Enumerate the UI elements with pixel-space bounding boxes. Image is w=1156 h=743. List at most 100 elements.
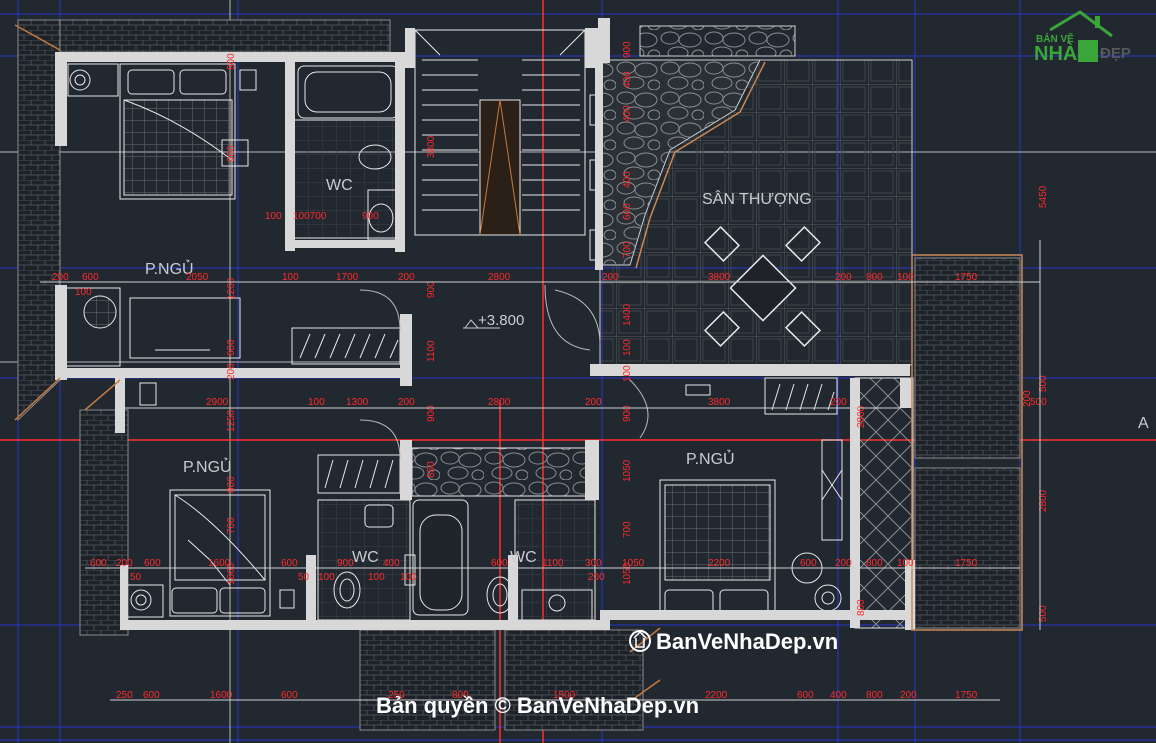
wc-bottom (317, 499, 596, 621)
dimension-label: 1100 (426, 340, 437, 362)
dimension-label: 1250 (226, 409, 237, 432)
dimension-label: 200 (1022, 390, 1033, 407)
planter-box (639, 25, 796, 57)
dimension-label: 200 (588, 572, 605, 583)
dimension-label: 100 (318, 572, 335, 583)
level-marker: +3.800 (463, 312, 524, 329)
dimension-label: 1600 (226, 562, 237, 585)
logo-top-text: BẢN VẼ (1036, 32, 1074, 45)
dimension-label: 700 (622, 521, 633, 538)
bedroom-top-left (64, 63, 257, 367)
roof-outline (14, 24, 661, 701)
edge-letter: A (1138, 415, 1149, 432)
stone-strip (411, 447, 589, 497)
label-terrace: SÂN THƯỢNG (702, 189, 812, 208)
dimension-label: 600 (281, 558, 298, 569)
dimension-label: 200 (52, 272, 69, 283)
dimension-label: 400 (622, 105, 633, 122)
site-logo: BẢN VẼ NHÀ ĐẸP (1034, 10, 1131, 65)
dimension-label: 2800 (488, 272, 511, 283)
label-bed-bottom-right: P.NGỦ (686, 449, 735, 468)
dimension-label: 100 (368, 572, 385, 583)
dimension-label: 100 (622, 365, 633, 382)
dimension-label: 250 (116, 690, 133, 701)
dimension-label: 2200 (708, 558, 731, 569)
dimension-label: 1750 (955, 690, 978, 701)
dimension-label: 800 (866, 690, 883, 701)
dimension-label: 800 (452, 690, 469, 701)
dimension-label: 100 (308, 397, 325, 408)
logo-dep-text: ĐẸP (1100, 45, 1131, 62)
dimension-label: 600 (491, 558, 508, 569)
dimension-label: 400 (383, 558, 400, 569)
dimension-label: 1200 (226, 277, 237, 300)
dimension-label: 700 (226, 517, 237, 534)
dimension-label: 800 (856, 599, 867, 616)
dimension-label: 600 (800, 558, 817, 569)
door-swings (359, 284, 649, 459)
dimension-label: 2050 (186, 272, 209, 283)
dimension-label: 900 (226, 145, 237, 162)
terrace-table-set (703, 225, 822, 348)
dimension-label: 250 (388, 690, 405, 701)
dimension-label: 900 (362, 211, 379, 222)
dimension-label: 400 (830, 690, 847, 701)
label-wc-bottom-left: WC (352, 549, 379, 566)
dimension-label: 100 (897, 272, 914, 283)
dimension-label: 400 (622, 71, 633, 88)
dimension-label: 900 (426, 281, 437, 298)
dimension-label: 850 (426, 461, 437, 478)
dimension-label: 900 (337, 558, 354, 569)
dimension-label: 200 (226, 363, 237, 380)
dimension-lines (40, 240, 1041, 701)
dimension-label: 1050 (622, 558, 645, 569)
dimension-label: 900 (426, 405, 437, 422)
dimension-label: 800 (866, 272, 883, 283)
dimension-label: 2800 (488, 397, 511, 408)
dimension-label: 1300 (346, 397, 369, 408)
dimension-label: 200 (585, 397, 602, 408)
dimension-label: 200 (830, 397, 847, 408)
label-wc-bottom-right: WC (510, 549, 537, 566)
dimension-label: 50 (298, 572, 310, 583)
staircase (414, 29, 601, 261)
dimension-label: 2800 (856, 405, 867, 428)
dimension-label: 800 (866, 558, 883, 569)
dimension-label: 600 (90, 558, 107, 569)
copyright-text: Bản quyền © BanVeNhaDep.vn (376, 693, 699, 718)
dimension-label: 100 (282, 272, 299, 283)
dimension-label: 600 (82, 272, 99, 283)
label-wc-top: WC (326, 177, 353, 194)
dimension-label: 600 (226, 339, 237, 356)
dimension-label: 600 (144, 558, 161, 569)
dimension-label: 1700 (336, 272, 359, 283)
dimension-label: 5450 (1038, 185, 1049, 208)
dimension-label: 600 (143, 690, 160, 701)
level-text: +3.800 (478, 312, 524, 329)
dimension-label: 1100 (542, 558, 564, 569)
dimension-label: 900 (622, 405, 633, 422)
bedroom-bottom-right (404, 377, 914, 629)
dimension-label: 2200 (705, 690, 728, 701)
dimension-label: 1600 (210, 690, 233, 701)
dimension-label: 500 (1038, 605, 1049, 622)
dimension-label: 500 (1038, 375, 1049, 392)
dimension-label: 100 (265, 211, 282, 222)
dimension-label: 1750 (955, 272, 978, 283)
dimension-label: 1050 (622, 562, 633, 585)
label-bed-bottom-left: P.NGỦ (183, 457, 232, 476)
dimension-label: 600 (797, 690, 814, 701)
dimension-label: 500 (1030, 397, 1047, 408)
dimension-label: 2800 (1038, 489, 1049, 512)
dimension-label: 700 (622, 241, 633, 258)
dimension-label: 400 (622, 171, 633, 188)
dimension-label: 100 (400, 572, 417, 583)
dimension-label: 900 (622, 41, 633, 58)
label-bed-top-left: P.NGỦ (145, 259, 194, 278)
logo-nha-text: NHÀ (1034, 42, 1077, 65)
dimension-label: 1050 (622, 459, 633, 482)
dimension-label: 1500 (553, 690, 576, 701)
